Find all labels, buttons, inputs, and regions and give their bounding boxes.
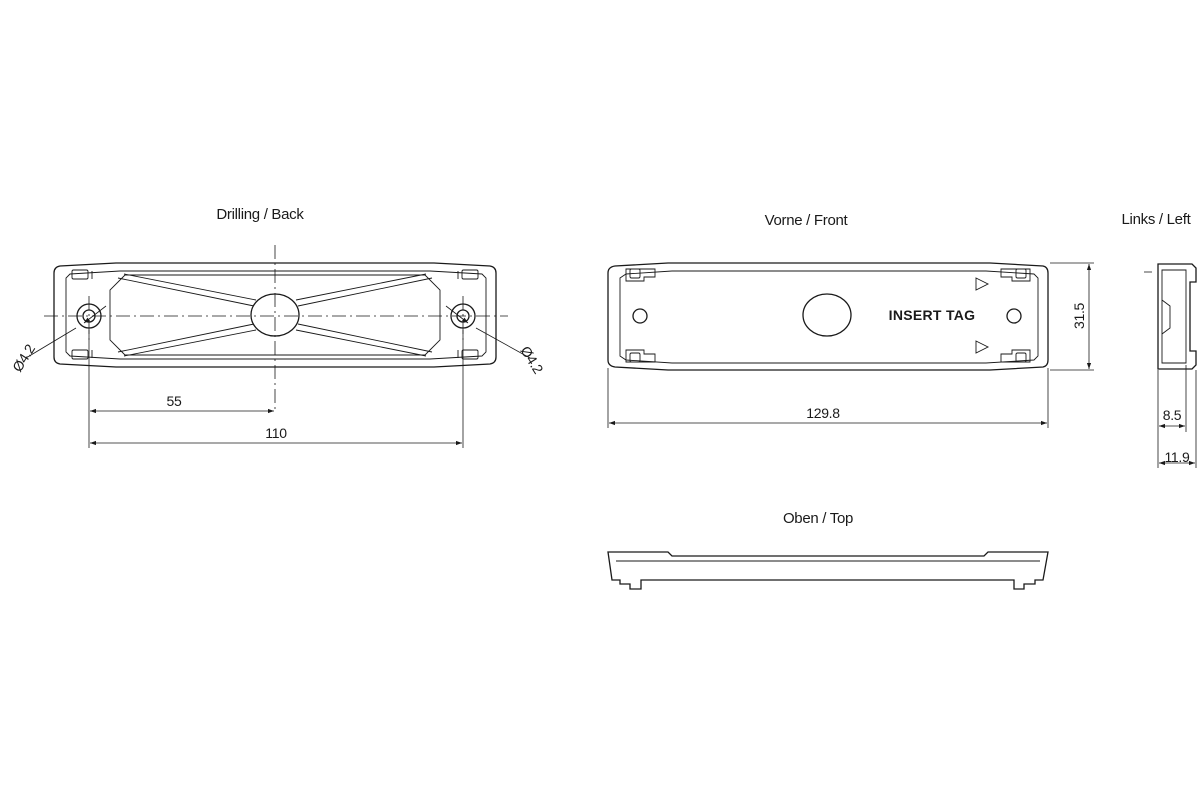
dim-110-label: 110 bbox=[265, 425, 287, 441]
front-corner-clips bbox=[625, 268, 1031, 363]
front-triangle-bottom bbox=[975, 340, 990, 354]
front-outline bbox=[607, 262, 1049, 371]
dim-31-5-label: 31.5 bbox=[1071, 302, 1087, 329]
hole-dia-left-label: Ø4.2 bbox=[9, 341, 38, 375]
back-outline bbox=[53, 262, 497, 368]
left-profile-step bbox=[1161, 299, 1171, 335]
back-recess bbox=[109, 274, 441, 356]
left-view: Links / Left 8.5 11.9 bbox=[1122, 211, 1197, 468]
hole-dia-right-leader bbox=[475, 327, 531, 359]
drilling-back-title: Drilling / Back bbox=[216, 206, 304, 223]
left-view-title: Links / Left bbox=[1122, 211, 1192, 228]
front-view-title: Vorne / Front bbox=[765, 212, 849, 229]
back-corner-clips bbox=[71, 269, 479, 360]
back-inner-outline bbox=[65, 270, 487, 360]
dim-129-8-label: 129.8 bbox=[806, 405, 840, 421]
left-profile bbox=[1157, 263, 1197, 370]
drilling-back-view: Drilling / Back bbox=[9, 206, 547, 448]
front-hole-left bbox=[632, 308, 648, 324]
front-triangle-top bbox=[975, 277, 990, 291]
hole-dia-right-label: Ø4.2 bbox=[517, 343, 546, 377]
front-view: Vorne / Front INSERT TAG 31.5 bbox=[607, 212, 1094, 428]
dim-55-label: 55 bbox=[167, 393, 182, 409]
back-ribs bbox=[117, 273, 433, 357]
top-profile bbox=[607, 551, 1049, 590]
front-center-oval bbox=[802, 293, 852, 337]
dim-11-9-label: 11.9 bbox=[1164, 449, 1190, 465]
hole-dia-right-leader-tip bbox=[445, 305, 469, 324]
insert-tag-label: INSERT TAG bbox=[889, 307, 976, 323]
front-hole-right bbox=[1006, 308, 1022, 324]
left-profile-inner bbox=[1161, 269, 1187, 364]
top-view: Oben / Top bbox=[607, 510, 1049, 590]
hole-dia-left-leader bbox=[25, 327, 77, 359]
hole-dia-left-leader-tip bbox=[83, 305, 107, 324]
dim-8-5-label: 8.5 bbox=[1163, 407, 1182, 423]
top-view-title: Oben / Top bbox=[783, 510, 853, 527]
front-inner-outline bbox=[619, 270, 1039, 364]
